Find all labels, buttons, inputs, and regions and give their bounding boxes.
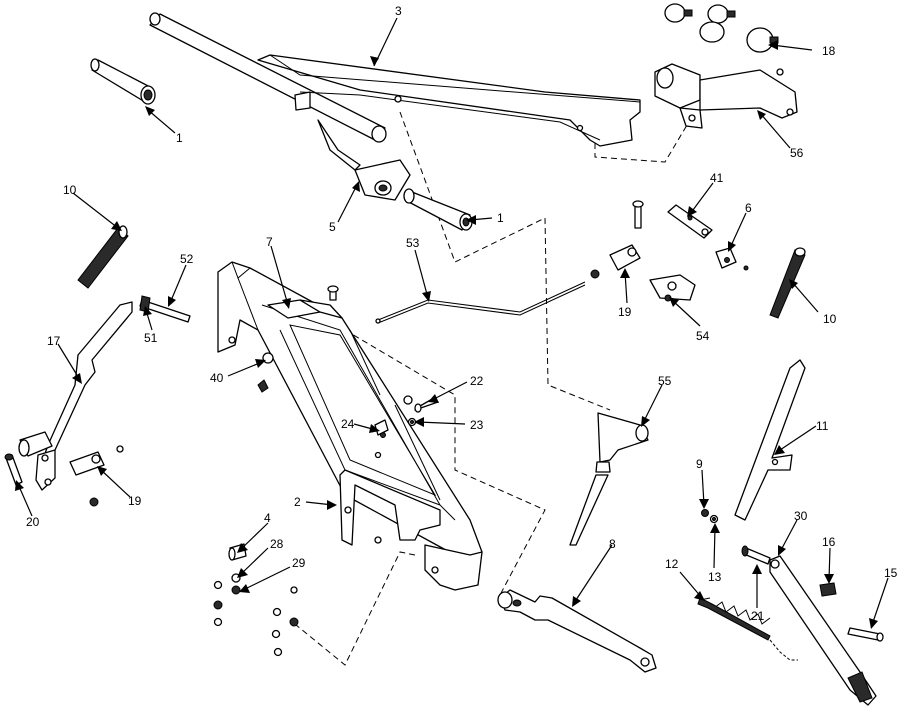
part-18-bumpers: [664, 3, 779, 53]
callout-19: 19: [128, 494, 142, 508]
callout-22: 22: [470, 374, 484, 388]
callout-20: 20: [26, 515, 40, 529]
part-54-arm: [649, 274, 696, 302]
callout-55: 55: [658, 374, 672, 388]
callout-12: 12: [665, 557, 679, 571]
part-1-sleeve-a: [90, 58, 156, 105]
part-6-collar: [715, 247, 749, 271]
callout-5: 5: [329, 220, 336, 234]
part-11-strap: [734, 359, 806, 521]
callout-3: 3: [395, 4, 402, 18]
part-52-stud: [139, 295, 191, 323]
part-12-spring: [697, 597, 798, 661]
callout-8: 8: [609, 537, 616, 551]
part-9-13-hardware: [701, 509, 719, 524]
callout-11: 11: [816, 419, 829, 433]
part-40-nut: [257, 352, 274, 393]
part-41-link: [667, 204, 713, 239]
leader-lines: [15, 17, 889, 629]
callout-10: 10: [63, 183, 77, 197]
callout-41: 41: [710, 171, 724, 185]
callout-9: 9: [696, 457, 703, 471]
part-15-pin: [847, 627, 884, 642]
callout-1: 1: [497, 211, 504, 225]
part-8-brake-rod: [497, 589, 657, 673]
callout-54: 54: [696, 329, 710, 343]
part-30-arm: [769, 555, 877, 706]
part-10-pin-left: [77, 225, 129, 289]
callout-19: 19: [618, 305, 632, 319]
callout-labels: 3 18 1 56 5 1 10 41 6 52 7 53 10 51 19 5…: [26, 4, 898, 623]
part-21-bolt: [741, 545, 771, 565]
part-20-bolt: [4, 453, 23, 486]
small-hardware-group: [213, 543, 299, 657]
assembly-dashed-lines: [289, 111, 691, 666]
callout-28: 28: [270, 537, 284, 551]
callout-29: 29: [292, 556, 306, 570]
callout-23: 23: [470, 418, 484, 432]
callout-13: 13: [708, 570, 722, 584]
callout-24: 24: [341, 417, 355, 431]
part-5-bracket: [354, 159, 411, 201]
callout-10: 10: [823, 312, 837, 326]
callout-53: 53: [406, 236, 420, 250]
part-10-pin-right: [769, 247, 806, 319]
callout-56: 56: [790, 146, 804, 160]
callout-30: 30: [794, 509, 808, 523]
part-19-clevis-upper: [590, 244, 641, 279]
callout-4: 4: [264, 511, 271, 525]
callout-21: 21: [751, 609, 765, 623]
callout-17: 17: [47, 334, 61, 348]
callout-2: 2: [294, 495, 301, 509]
callout-6: 6: [745, 201, 752, 215]
callout-1: 1: [176, 131, 183, 145]
part-17-pedal-lever: [18, 301, 133, 491]
part-53-rod: [375, 281, 586, 324]
callout-51: 51: [144, 331, 158, 345]
part-16-nut: [819, 582, 837, 597]
callout-18: 18: [822, 44, 836, 58]
callout-15: 15: [884, 566, 898, 580]
part-55-lever: [569, 412, 649, 546]
callout-52: 52: [180, 252, 194, 266]
part-3-frame-bracket: [149, 12, 641, 171]
callout-40: 40: [210, 371, 224, 385]
bolt-upper: [632, 200, 644, 229]
callout-7: 7: [266, 235, 273, 249]
callout-16: 16: [822, 535, 836, 549]
part-19-clevis-lower: [69, 445, 124, 507]
part-7-main-frame: [217, 261, 483, 591]
part-56-hinge-bracket: [654, 63, 798, 129]
part-1-sleeve-b: [403, 188, 473, 231]
